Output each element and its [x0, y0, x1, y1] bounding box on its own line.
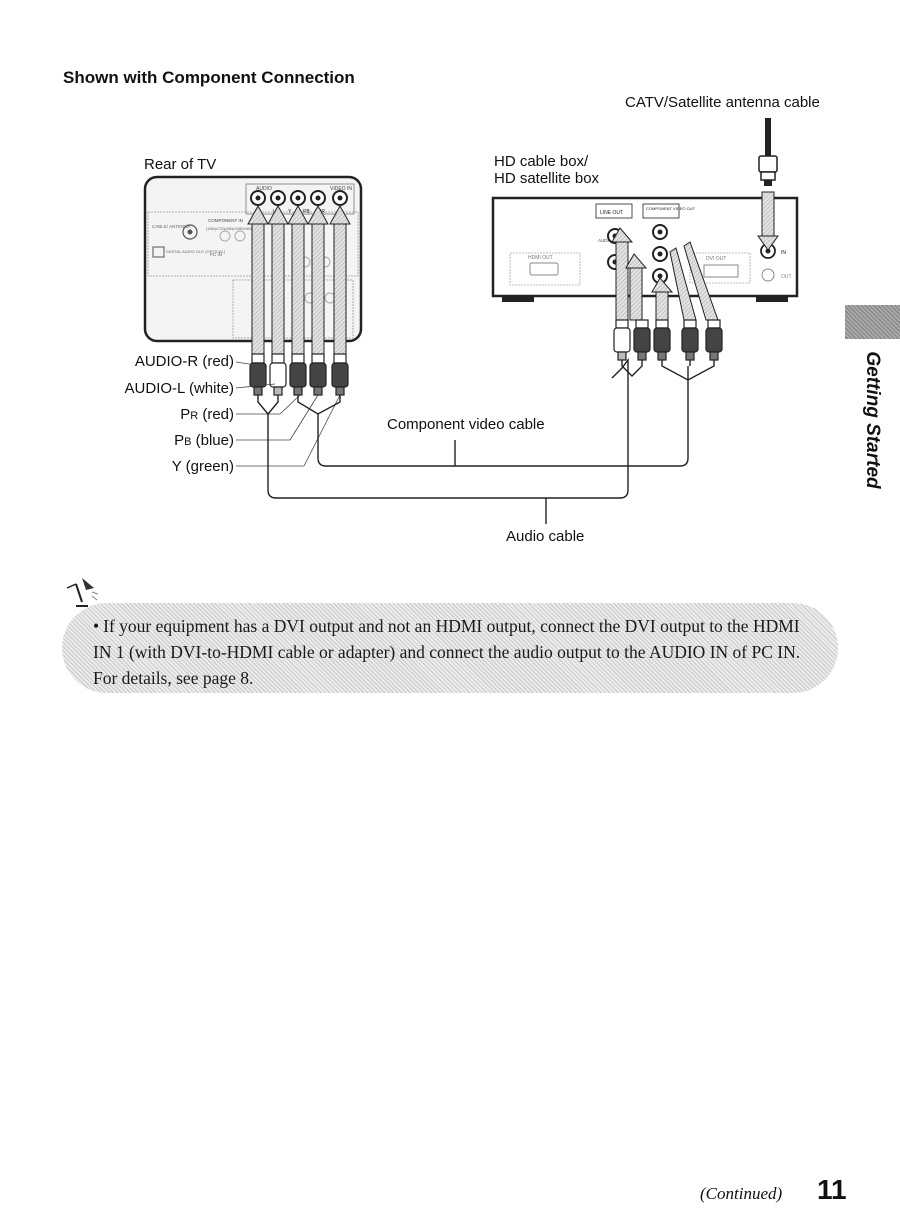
tip-lamp-icon — [66, 578, 99, 607]
section-title: Shown with Component Connection — [63, 68, 355, 87]
audio-r-red-label: AUDIO-R (red) — [134, 353, 234, 370]
box-hdmi-out-text: HDMI OUT — [528, 255, 553, 261]
component-cable-path — [297, 366, 689, 467]
tv-component-sub-text: (1080p/720p/480p/1080i/480i) — [206, 227, 253, 231]
box-line-out-text: LINE OUT — [600, 210, 623, 216]
connection-diagram: AUDIO VIDEO IN COMPONENT IN (1080p/720p/… — [143, 118, 799, 524]
pb-blue-label: PB (blue) — [174, 432, 234, 449]
catv-antenna-cable-label: CATV/Satellite antenna cable — [625, 94, 820, 111]
box-component-video-out-text: COMPONENT VIDEO OUT — [646, 206, 696, 211]
tv-antenna-jack-icon — [182, 224, 198, 240]
audio-cable-label: Audio cable — [506, 528, 585, 545]
tip-callout-box — [62, 603, 838, 693]
tv-audio-text: AUDIO — [256, 186, 272, 192]
box-hdmi-port-icon — [529, 262, 559, 276]
tv-optical-jack-icon — [152, 246, 165, 258]
box-audio-text: AUDIO — [598, 238, 613, 243]
component-video-cable-label: Component video cable — [387, 416, 545, 433]
hd-satellite-box-label-line2: HD satellite box — [494, 170, 600, 187]
section-tab-marker — [845, 305, 900, 339]
rear-of-tv-label: Rear of TV — [144, 156, 217, 173]
box-in-text: IN — [781, 250, 786, 256]
tip-text: •If your equipment has a DVI output and … — [93, 616, 801, 688]
tv-y-text: Y — [288, 209, 292, 215]
box-side-plugs — [613, 319, 723, 361]
pr-red-label: PR (red) — [180, 406, 234, 423]
hd-cable-box: HDMI OUT LINE OUT COMPONENT VIDEO OUT AU… — [491, 196, 799, 302]
audio-cable-path — [257, 357, 629, 524]
box-out-text: OUT — [781, 274, 792, 280]
y-green-label: Y (green) — [171, 458, 234, 475]
tv-cable-antenna-text: CABLE/ ANTENNA — [152, 224, 191, 229]
box-dvi-out-text: DVI OUT — [706, 256, 726, 262]
tv-side-plugs — [249, 353, 349, 396]
hd-cable-box-label-line1: HD cable box/ — [494, 153, 589, 170]
tv-video-in-text: VIDEO IN — [330, 186, 352, 192]
tv-pb-text: PB — [303, 209, 310, 215]
tv-component-jacks — [250, 190, 348, 206]
audio-l-white-label: AUDIO-L (white) — [124, 380, 234, 397]
antenna-cable — [757, 118, 779, 251]
tv-connection-arrows — [247, 204, 351, 355]
tv-label-leaders — [235, 361, 341, 467]
continued-label: (Continued) — [700, 1184, 783, 1203]
page-number: 11 — [817, 1174, 847, 1205]
side-tab-getting-started: Getting Started — [862, 351, 883, 489]
tv-digital-audio-text: DIGITAL AUDIO OUT (OPTICAL) — [166, 249, 226, 254]
tv-component-in-text: COMPONENT IN — [208, 218, 243, 223]
tv-pc-in-text: PC IN — [210, 252, 222, 257]
